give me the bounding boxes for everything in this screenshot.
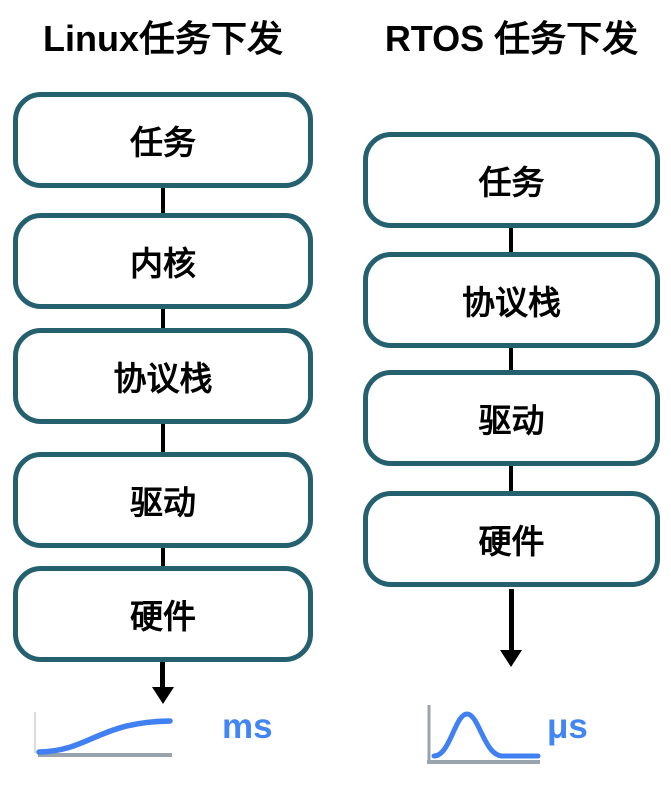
linux-node-kernel: 内核 [13,213,313,309]
peak-curve-path [431,711,541,759]
node-label: 硬件 [478,523,545,560]
rtos-node-protocol-stack: 协议栈 [363,252,660,348]
node-label: 内核 [130,245,196,282]
linux-node-hardware: 硬件 [13,566,313,662]
node-label: 任务 [130,124,196,161]
linux-down-arrow-stem [160,661,165,690]
node-label: 硬件 [130,598,196,635]
linux-down-arrow-icon [152,687,174,704]
rtos-column-title: RTOS 任务下发 [384,18,639,59]
rtos-node-task: 任务 [363,132,660,228]
linux-latency-unit: ms [222,707,273,746]
rtos-node-hardware: 硬件 [363,491,660,587]
node-label: 任务 [478,164,545,201]
rtos-latency-unit: μs [547,707,588,746]
rtos-down-arrow-stem [509,589,514,652]
linux-node-protocol-stack: 协议栈 [13,328,313,424]
rtos-down-arrow-icon [500,650,522,667]
sigmoid-curve-path [36,718,173,755]
latency-curve-gradual-icon [34,712,173,757]
node-label: 协议栈 [113,360,213,397]
rtos-node-driver: 驱动 [363,370,660,466]
latency-curve-spike-icon [427,705,541,764]
node-label: 驱动 [478,402,545,439]
linux-column-title: Linux任务下发 [43,18,283,59]
node-label: 驱动 [130,484,196,521]
linux-node-task: 任务 [13,92,313,188]
linux-node-driver: 驱动 [13,452,313,548]
node-label: 协议栈 [462,284,561,321]
